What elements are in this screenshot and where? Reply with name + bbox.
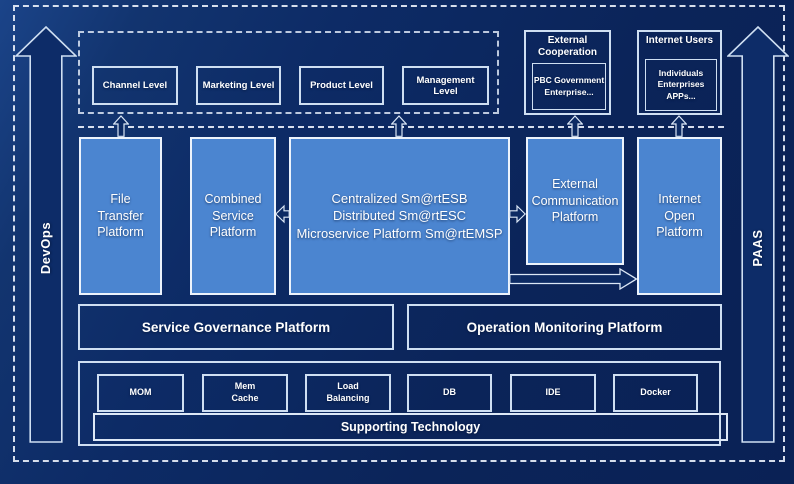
- internet-users-members: Individuals Enterprises APPs...: [645, 59, 717, 111]
- platform-file-transfer: File Transfer Platform: [79, 137, 162, 295]
- tech-box-docker: Docker: [613, 374, 698, 412]
- external-cooperation-title: External Cooperation: [538, 35, 597, 58]
- devops-label: DevOps: [38, 221, 53, 275]
- platform-external-communication: External Communication Platform: [526, 137, 624, 265]
- tech-box-mom: MOM: [97, 374, 184, 412]
- flow-right-arrow-icon: [509, 268, 638, 290]
- up-arrow-icon: [567, 115, 583, 137]
- right-arrow-icon: [509, 204, 526, 224]
- tech-box-db: DB: [407, 374, 492, 412]
- platform-central-esb: Centralized Sm@rtESB Distributed Sm@rtES…: [289, 137, 510, 295]
- up-arrow-icon: [113, 115, 129, 137]
- level-chip-marketing: Marketing Level: [196, 66, 281, 105]
- tech-box-ide: IDE: [510, 374, 596, 412]
- up-arrow-icon: [671, 115, 687, 137]
- paas-up-arrow-icon: [727, 26, 789, 443]
- level-chip-management: Management Level: [402, 66, 489, 105]
- platform-combined-service: Combined Service Platform: [190, 137, 276, 295]
- platform-internet-open: Internet Open Platform: [637, 137, 722, 295]
- devops-up-arrow-icon: [15, 26, 77, 443]
- paas-label: PAAS: [750, 229, 765, 267]
- internet-users-box: Internet Users Individuals Enterprises A…: [637, 30, 722, 115]
- tech-box-mem-cache: Mem Cache: [202, 374, 288, 412]
- supporting-technology-bar: Supporting Technology: [93, 413, 728, 441]
- operation-monitoring-platform: Operation Monitoring Platform: [407, 304, 722, 350]
- level-chip-channel: Channel Level: [92, 66, 178, 105]
- supporting-tray: [78, 361, 721, 446]
- outer-dashed-frame: [13, 5, 785, 462]
- level-chip-product: Product Level: [299, 66, 384, 105]
- external-cooperation-box: External Cooperation PBC Government Ente…: [524, 30, 611, 115]
- tech-box-load-balancing: Load Balancing: [305, 374, 391, 412]
- external-cooperation-members: PBC Government Enterprise...: [532, 63, 606, 110]
- left-arrow-icon: [275, 204, 290, 224]
- up-arrow-icon: [391, 115, 407, 137]
- internet-users-title: Internet Users: [645, 35, 714, 46]
- levels-dashed-box: [78, 31, 499, 114]
- service-governance-platform: Service Governance Platform: [78, 304, 394, 350]
